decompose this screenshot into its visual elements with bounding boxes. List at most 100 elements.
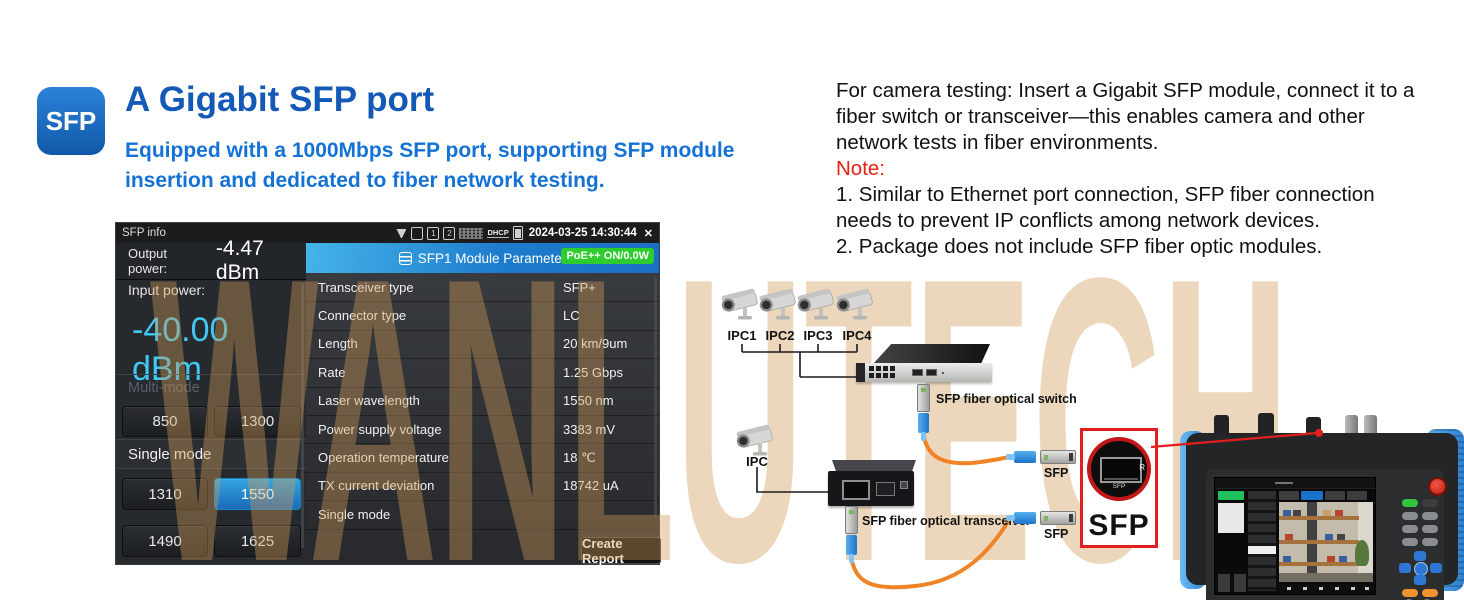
ip-camera-icon: [795, 288, 841, 322]
tester-tab: [1347, 491, 1367, 500]
wavelength-850-button[interactable]: 850: [122, 406, 208, 437]
note-label: Note:: [836, 157, 885, 180]
sfp-module: [845, 506, 858, 534]
fiber-transceiver: [832, 460, 916, 472]
sfp-port-photo: SFP R: [1087, 437, 1151, 501]
tester-icon-bar: [1279, 584, 1373, 593]
note-2: 2. Package does not include SFP fiber op…: [836, 235, 1323, 258]
single-mode-header: Single mode: [116, 439, 306, 469]
bnc-connector-icon: [1345, 415, 1358, 435]
lc-connector: [918, 413, 929, 441]
output-power-row: Output power: -4.47 dBm: [116, 237, 306, 284]
tester-key: [1422, 525, 1438, 533]
sfp-port-callout: SFP R SFP: [1080, 428, 1158, 548]
dpad-ok: [1414, 562, 1428, 576]
wavelength-1300-button[interactable]: 1300: [214, 406, 301, 437]
camera-label: IPC1: [727, 328, 757, 343]
tester-body: [1186, 433, 1458, 600]
fiber-transceiver-front: [828, 471, 914, 506]
sfp-label: SFP: [1044, 527, 1069, 541]
plant: [1355, 540, 1369, 566]
camera-label: IPC: [746, 454, 768, 469]
description-text: For camera testing: Insert a Gigabit SFP…: [836, 78, 1436, 260]
poe-status-badge: PoE++ ON/0.0W: [561, 248, 654, 264]
lc-connector: [1006, 512, 1036, 524]
tester-key: [1402, 499, 1418, 507]
power-button: [1428, 477, 1447, 496]
wavelength-1625-button[interactable]: 1625: [214, 525, 301, 557]
ip-camera-icon: [719, 288, 765, 322]
dpad-down: [1414, 575, 1426, 585]
tester-info-card: [1218, 503, 1244, 533]
page-subtitle: Equipped with a 1000Mbps SFP port, suppo…: [125, 139, 735, 192]
dpad-up: [1414, 551, 1426, 561]
cctv-tester-device: [1180, 403, 1464, 600]
tester-key: [1422, 512, 1438, 520]
status-datetime: 2024-03-25 14:30:44: [528, 227, 637, 239]
close-icon[interactable]: ✕: [643, 227, 653, 240]
tester-tab: [1325, 491, 1345, 500]
wavelength-1550-button[interactable]: 1550: [214, 478, 301, 510]
switch-label: SFP fiber optical switch: [936, 392, 1077, 406]
status-bar: SFP info 1 2 DHCP 2024-03-25 14:30:44 ✕: [116, 223, 659, 243]
scrollbar[interactable]: [301, 283, 304, 548]
note-1: 1. Similar to Ethernet port connection, …: [836, 183, 1375, 232]
tester-status-chip: [1218, 491, 1244, 500]
sfp-port-opening: [1100, 457, 1142, 483]
sfp-info-screenshot: SFP info 1 2 DHCP 2024-03-25 14:30:44 ✕ …: [115, 222, 661, 566]
module-parameter-panel: SFP1 Module Parameter PoE++ ON/0.0W Tran…: [306, 243, 661, 566]
camera-label: IPC2: [765, 328, 795, 343]
tester-front-panel: [1206, 469, 1447, 600]
module-parameter-icon: [398, 251, 412, 265]
lc-connector: [1006, 451, 1036, 463]
sfp-callout-label: SFP: [1088, 509, 1150, 542]
multi-mode-label: Multi-mode: [128, 380, 200, 396]
tester-key: [1402, 538, 1418, 546]
sfp-label: SFP: [1044, 466, 1069, 480]
bnc-connector-icon: [1258, 413, 1274, 435]
input-power-value: -40.00 dBm: [132, 311, 229, 388]
sim2-icon: 2: [443, 226, 456, 240]
sfp-port-small-label: SFP: [1112, 483, 1126, 490]
measure-panel: Output power: -4.47 dBm Input power: -40…: [116, 237, 306, 564]
scrollbar[interactable]: [654, 277, 657, 517]
net-traffic-icon: [459, 227, 484, 239]
bnc-connector-icon: [1364, 415, 1377, 435]
module-parameter-header: SFP1 Module Parameter PoE++ ON/0.0W: [306, 243, 659, 273]
sfp-port-r-marking: R: [1139, 463, 1145, 472]
module-parameter-title: SFP1 Module Parameter: [417, 250, 567, 266]
dpad-left: [1399, 563, 1411, 573]
tester-key: [1422, 499, 1438, 507]
tester-menu-list: [1248, 491, 1276, 591]
ip-camera-icon: [757, 288, 803, 322]
tester-screen-buttons: [1218, 574, 1246, 592]
wavelength-1310-button[interactable]: 1310: [122, 478, 208, 510]
divider: [116, 374, 306, 375]
ip-camera-icon: [734, 424, 780, 458]
lc-connector: [846, 535, 857, 563]
tester-key: [1402, 589, 1418, 597]
output-power-value: -4.47 dBm: [215, 237, 264, 284]
create-report-button[interactable]: Create Report: [581, 536, 661, 566]
app-title: SFP info: [122, 227, 166, 239]
dhcp-icon: DHCP: [487, 228, 509, 238]
camera-label: IPC3: [803, 328, 833, 343]
ip-camera-icon: [834, 288, 880, 322]
table-row: Single mode: [306, 500, 659, 530]
sfp-module: [1040, 450, 1076, 464]
sfp-module: [917, 384, 930, 412]
status-icons: 1 2 DHCP 2024-03-25 14:30:44 ✕: [395, 226, 653, 240]
sfp-module: [1040, 511, 1076, 525]
battery-icon: [512, 226, 523, 240]
network-switch-front: [856, 363, 992, 382]
wavelength-1490-button[interactable]: 1490: [122, 525, 208, 557]
tester-live-video: [1279, 502, 1373, 582]
sim1-icon: 1: [427, 226, 440, 240]
